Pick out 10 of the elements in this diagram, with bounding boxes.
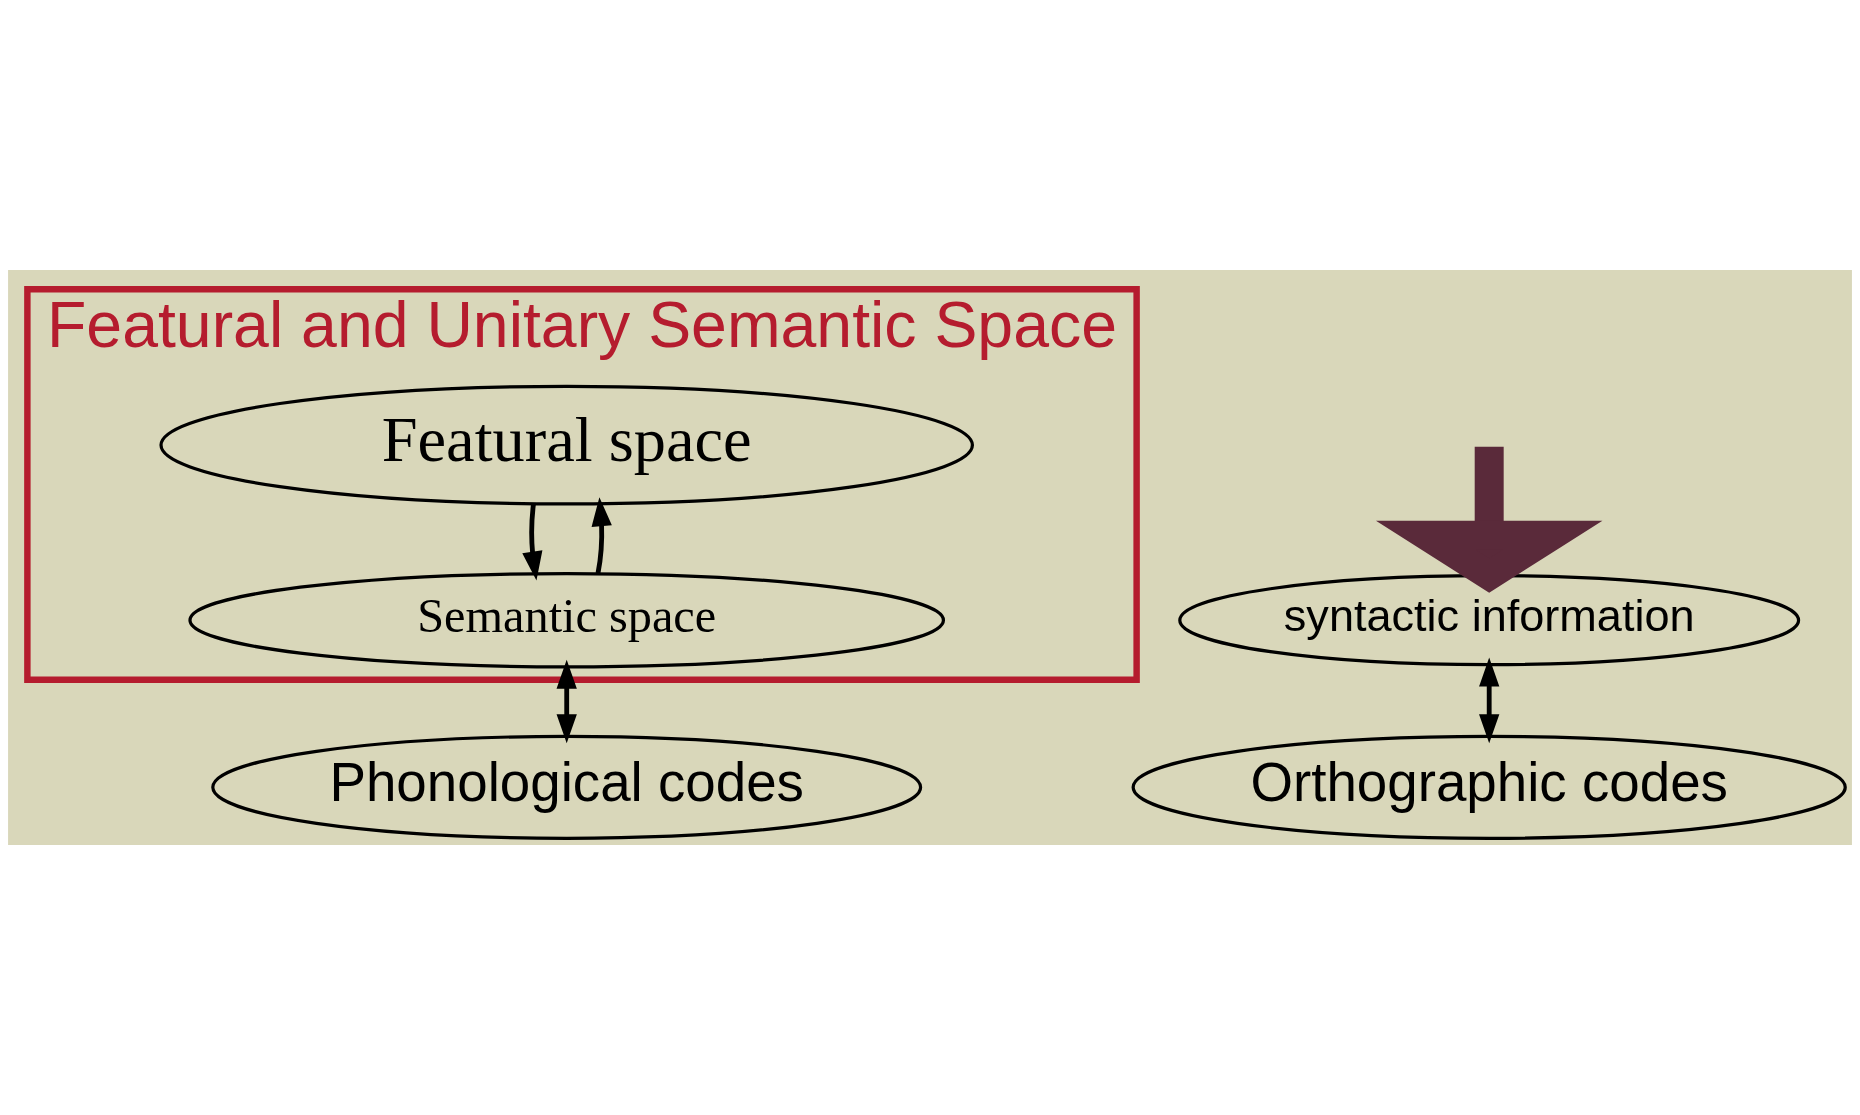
node-ellipse: Orthographic codes xyxy=(1131,734,1847,840)
arrow xyxy=(522,504,543,581)
node-ellipse: syntactic information xyxy=(1178,574,1801,667)
node-ellipse: Featural space xyxy=(159,384,974,506)
arrow xyxy=(591,497,612,574)
arrow xyxy=(1375,446,1603,593)
node-ellipse: Phonological codes xyxy=(211,734,923,840)
arrow xyxy=(1479,657,1500,744)
arrow xyxy=(556,659,577,744)
node-ellipse: Semantic space xyxy=(188,571,946,669)
